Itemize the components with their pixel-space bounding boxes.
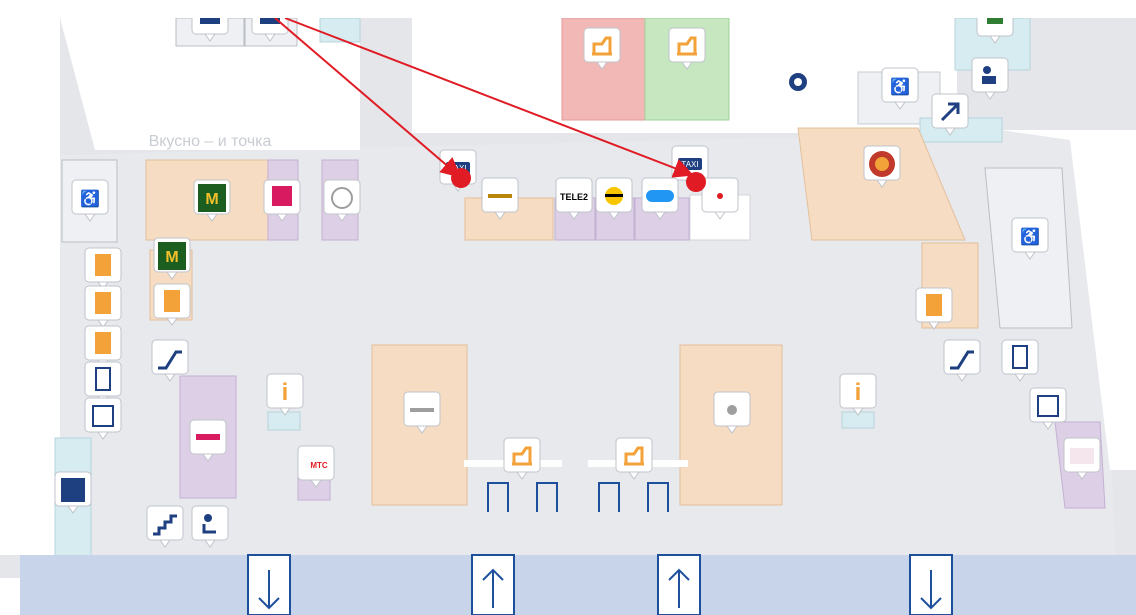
info-label-right: i: [855, 379, 862, 406]
gate-frames: [487, 482, 669, 512]
tele2-shop-pin[interactable]: TELE2: [555, 177, 593, 220]
elevator-icon-left[interactable]: [84, 397, 122, 440]
accessible-toilet-icon-right[interactable]: ♿: [1011, 217, 1049, 260]
accessible-toilet-icon-top[interactable]: ♿: [881, 67, 919, 110]
duty-free-pin-left[interactable]: [403, 391, 441, 434]
wheelchair-assist-icon[interactable]: [931, 93, 969, 136]
shop-pin-white[interactable]: [701, 177, 739, 220]
elevator-icon-bottom-left[interactable]: [54, 471, 92, 514]
information-icon-left[interactable]: i: [266, 373, 304, 416]
shop-purple-left: [179, 375, 237, 499]
svg-text:M: M: [165, 249, 178, 266]
charging-station-icon-right[interactable]: [1001, 339, 1039, 382]
taxi-marker-dot-left: [451, 168, 471, 188]
escalator-icon-right[interactable]: [943, 339, 981, 382]
atm-icon-2[interactable]: [84, 285, 122, 328]
shop-pin-purple-east[interactable]: [1063, 437, 1101, 480]
svg-text:♿: ♿: [890, 77, 910, 96]
arrival-corridor: [20, 555, 1136, 615]
east-wall: [1000, 130, 1136, 470]
info-desk-left: [267, 411, 301, 431]
restaurant-pin-east[interactable]: [863, 145, 901, 188]
waiting-area-icon[interactable]: [191, 505, 229, 548]
exit-door-1[interactable]: [247, 554, 291, 615]
taxi-label-right: TAXI: [681, 160, 698, 169]
information-icon-right[interactable]: i: [839, 373, 877, 416]
taxi-marker-dot-right: [686, 172, 706, 192]
mts-label: МТС: [310, 461, 328, 470]
checkin-desk-icon-green[interactable]: [668, 27, 706, 70]
gate-desk-icon-right[interactable]: [615, 437, 653, 480]
stairs-icon[interactable]: [146, 505, 184, 548]
beeline-shop-pin[interactable]: [595, 177, 633, 220]
cafe-sign: Вкусно – и точка: [149, 133, 272, 150]
entrance-door-2[interactable]: [657, 554, 701, 615]
atm-icon-1[interactable]: [84, 247, 122, 290]
top-cut-strip: [0, 0, 1136, 18]
shop-pin-grey[interactable]: [323, 179, 361, 222]
charging-station-icon-left[interactable]: [84, 361, 122, 404]
entrance-door-1[interactable]: [471, 554, 515, 615]
info-label-left: i: [282, 379, 289, 406]
tele2-label: TELE2: [560, 192, 588, 202]
elevator-icon-right[interactable]: [1029, 387, 1067, 430]
svg-text:M: M: [205, 191, 218, 208]
escalator-icon-left[interactable]: [151, 339, 189, 382]
megafon-shop-pin[interactable]: [641, 177, 679, 220]
food-court-icon-2[interactable]: M: [153, 237, 191, 280]
duty-free-pin-right[interactable]: [713, 391, 751, 434]
gate-desk-icon-left[interactable]: [503, 437, 541, 480]
baby-room-icon[interactable]: [971, 57, 1009, 100]
north-wall-left: [60, 18, 360, 150]
exit-door-2[interactable]: [909, 554, 953, 615]
west-wall: [0, 18, 60, 555]
atm-icon-4[interactable]: [153, 283, 191, 326]
svg-text:♿: ♿: [1020, 227, 1040, 246]
food-court-icon-1[interactable]: M: [193, 179, 231, 222]
accessible-toilet-icon-left[interactable]: ♿: [71, 179, 109, 222]
atm-icon-east[interactable]: [915, 287, 953, 330]
shop-pin-magnit[interactable]: [263, 179, 301, 222]
security-check-icon[interactable]: [789, 73, 807, 91]
mts-shop-pin[interactable]: МТС: [297, 445, 335, 488]
shop-pin-cafe-center[interactable]: [481, 177, 519, 220]
route-arrows: [274, 17, 694, 178]
svg-text:♿: ♿: [80, 189, 100, 208]
atm-icon-3[interactable]: [84, 325, 122, 368]
shop-pin-purple-left[interactable]: [189, 419, 227, 462]
checkin-desk-icon-red[interactable]: [583, 27, 621, 70]
toilet-icon-top-right[interactable]: [976, 1, 1014, 44]
top-left-teal: [319, 17, 361, 43]
